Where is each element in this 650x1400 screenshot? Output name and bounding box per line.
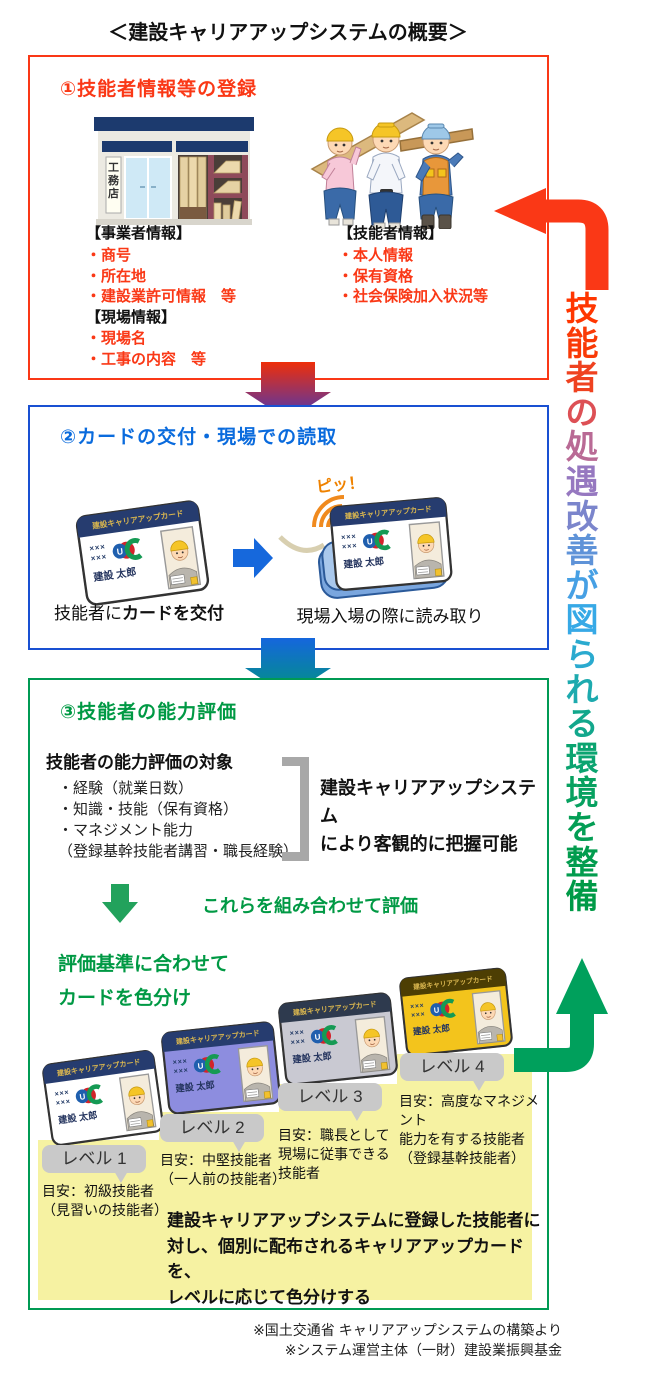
side-message-char: 整 xyxy=(565,843,599,881)
workers-illustration xyxy=(296,103,476,230)
svg-text:U: U xyxy=(79,1092,86,1102)
section1-heading: ①技能者情報等の登録 xyxy=(60,79,258,100)
worker-info-title: 【技能者情報】 xyxy=(338,225,444,242)
ccus-card-graphic: 建設キャリアアップカード ××× ××× U 建設 太郎 xyxy=(42,1050,164,1146)
footer-notes: ※国土交通省 キャリアアップシステムの構築より ※システム運営主体（一財）建設業… xyxy=(253,1320,562,1360)
site-info-items: ・現場名 ・工事の内容 等 xyxy=(86,330,207,368)
shop-sign-label: 工務店 xyxy=(108,162,119,200)
side-message-char: 図 xyxy=(565,601,599,639)
beep-label: ピッ！ xyxy=(315,474,366,497)
section3-evaluation-box: ③技能者の能力評価 技能者の能力評価の対象 ・経験（就業日数） ・知識・技能（保… xyxy=(28,678,549,1310)
side-message-char: る xyxy=(565,705,599,743)
worker-info-items: ・本人情報 ・保有資格 ・社会保険加入状況等 xyxy=(338,247,489,305)
svg-text:建設 太郎: 建設 太郎 xyxy=(57,1109,97,1126)
side-message-char: 境 xyxy=(565,774,599,812)
svg-text:U: U xyxy=(366,536,373,547)
business-info-items: ・商号 ・所在地 ・建設業許可情報 等 xyxy=(86,247,237,305)
business-info-title: 【事業者情報】 xyxy=(86,225,192,242)
svg-text:×××: ××× xyxy=(54,1088,70,1098)
svg-text:×××: ××× xyxy=(342,541,358,551)
side-message-char: が xyxy=(565,566,599,604)
ccus-card-on-reader: 建設キャリアアップカード ××× ××× U 建設 太郎 xyxy=(328,496,453,592)
svg-text:U: U xyxy=(116,546,124,557)
side-message-char: 処 xyxy=(565,428,599,466)
red-elbow-arrow xyxy=(494,188,609,290)
green-elbow-arrow xyxy=(514,958,608,1072)
section1-registration-box: ①技能者情報等の登録 xyxy=(28,55,549,380)
read-caption: 現場入場の際に読み取り xyxy=(296,607,484,626)
color-coding-note: 評価基準に合わせて カードを色分け xyxy=(58,954,230,1009)
footer-line2: ※システム運営主体（一財）建設業振興基金 xyxy=(284,1342,562,1358)
footer-line1: ※国土交通省 キャリアアップシステムの構築より xyxy=(253,1322,562,1338)
svg-text:×××: ××× xyxy=(410,1002,425,1011)
level4-card: 建設キャリアアップカード ××× ××× U 建設 太郎 xyxy=(398,967,514,1058)
level3-desc: 目安：職長として 現場に従事できる 技能者 xyxy=(278,1127,390,1181)
level4-desc: 目安：高度なマネジメント 能力を有する技能者 （登録基幹技能者） xyxy=(399,1093,539,1166)
svg-text:×××: ××× xyxy=(172,1057,188,1067)
level2-badge: レベル 2 xyxy=(160,1114,264,1142)
svg-text:×××: ××× xyxy=(289,1028,305,1038)
objective-note: 建設キャリアアップシステム により客観的に把握可能 xyxy=(320,778,536,854)
svg-text:×××: ××× xyxy=(90,552,107,563)
svg-text:×××: ××× xyxy=(341,531,357,541)
side-message-char: 改 xyxy=(565,497,599,535)
ccus-card-graphic: 建設キャリアアップカード ××× ××× U 建設 太郎 xyxy=(161,1021,281,1115)
evaluation-target-items: ・経験（就業日数） ・知識・技能（保有資格） ・マネジメント能力 （登録基幹技能… xyxy=(58,780,299,860)
evaluation-target-title: 技能者の能力評価の対象 xyxy=(46,753,233,772)
svg-text:建設 太郎: 建設 太郎 xyxy=(412,1022,450,1037)
side-message-char: の xyxy=(565,393,599,431)
svg-text:建設 太郎: 建設 太郎 xyxy=(175,1079,215,1094)
level1-badge: レベル 1 xyxy=(42,1145,146,1173)
svg-text:×××: ××× xyxy=(290,1037,306,1047)
side-message-char: 善 xyxy=(565,532,599,570)
ccus-card-graphic: 建設キャリアアップカード ××× ××× U 建設 太郎 xyxy=(399,967,513,1057)
ccus-card-graphic: 建設キャリアアップカード ××× ××× U 建設 太郎 xyxy=(278,992,398,1086)
level3-card: 建設キャリアアップカード ××× ××× U 建設 太郎 xyxy=(277,991,399,1086)
svg-text:建設 太郎: 建設 太郎 xyxy=(342,555,385,571)
section2-heading: ②カードの交付・現場での読取 xyxy=(60,427,338,448)
site-info-title: 【現場情報】 xyxy=(86,309,177,326)
level2-card: 建設キャリアアップカード ××× ××× U 建設 太郎 xyxy=(160,1020,282,1115)
level1-desc: 目安：初級技能者 （見習いの技能者） xyxy=(42,1183,168,1218)
summary-text: 建設キャリアアップシステムに登録した技能者に 対し、個別に配布されるキャリアアッ… xyxy=(167,1211,541,1307)
svg-text:U: U xyxy=(433,1005,440,1015)
shop-building-graphic xyxy=(94,117,254,225)
side-message-char: 備 xyxy=(565,878,599,916)
side-message-char: 環 xyxy=(565,739,599,777)
svg-text:建設 太郎: 建設 太郎 xyxy=(292,1050,332,1065)
ccus-card-issued: 建設キャリアアップカード ××× ××× U 建設 太郎 xyxy=(74,499,211,608)
card-reader-illustration: 建設キャリアアップカード ××× ××× U 建設 太郎 ピッ！ xyxy=(278,475,458,604)
svg-text:×××: ××× xyxy=(89,542,106,553)
section2-card-box: ②カードの交付・現場での読取 建設キャリアアップカード ××× ××× U 建設… xyxy=(28,405,549,650)
ccus-card-graphic: 建設キャリアアップカード ××× ××× U 建設 太郎 xyxy=(329,497,453,591)
yellow-step-4 xyxy=(397,1054,532,1300)
side-message-char: 遇 xyxy=(565,462,599,500)
shop-illustration: 工務店 xyxy=(94,111,254,226)
level3-badge: レベル 3 xyxy=(278,1083,382,1111)
workers-graphic xyxy=(310,112,474,230)
svg-text:U: U xyxy=(314,1032,321,1042)
level1-card: 建設キャリアアップカード ××× ××× U 建設 太郎 xyxy=(41,1048,166,1147)
svg-text:×××: ××× xyxy=(411,1011,426,1020)
bracket-shape xyxy=(282,757,309,861)
svg-text:×××: ××× xyxy=(173,1066,189,1076)
side-message-char: 者 xyxy=(565,359,599,397)
svg-text:U: U xyxy=(197,1061,204,1071)
ccus-card-graphic: 建設キャリアアップカード ××× ××× U 建設 太郎 xyxy=(75,500,210,606)
side-message-char: ら xyxy=(565,635,599,673)
page-title: ＜建設キャリアアップシステムの概要＞ xyxy=(108,22,468,44)
combine-note: これらを組み合わせて評価 xyxy=(202,896,418,916)
small-down-arrow xyxy=(102,884,138,923)
right-arrow-icon xyxy=(233,538,273,578)
section3-heading: ③技能者の能力評価 xyxy=(60,702,238,723)
svg-text:×××: ××× xyxy=(55,1097,71,1107)
side-message-char: 技 xyxy=(565,290,599,327)
level2-desc: 目安：中堅技能者 （一人前の技能者） xyxy=(160,1152,286,1187)
side-message-char: れ xyxy=(565,670,599,708)
side-message-char: 能 xyxy=(565,324,599,362)
issue-caption: 技能者にカードを交付 xyxy=(54,604,224,623)
side-message-char: を xyxy=(565,808,599,846)
side-message-vertical: 技能者の処遇改善が図られる環境を整備 xyxy=(560,290,604,916)
level4-badge: レベル 4 xyxy=(400,1053,504,1081)
